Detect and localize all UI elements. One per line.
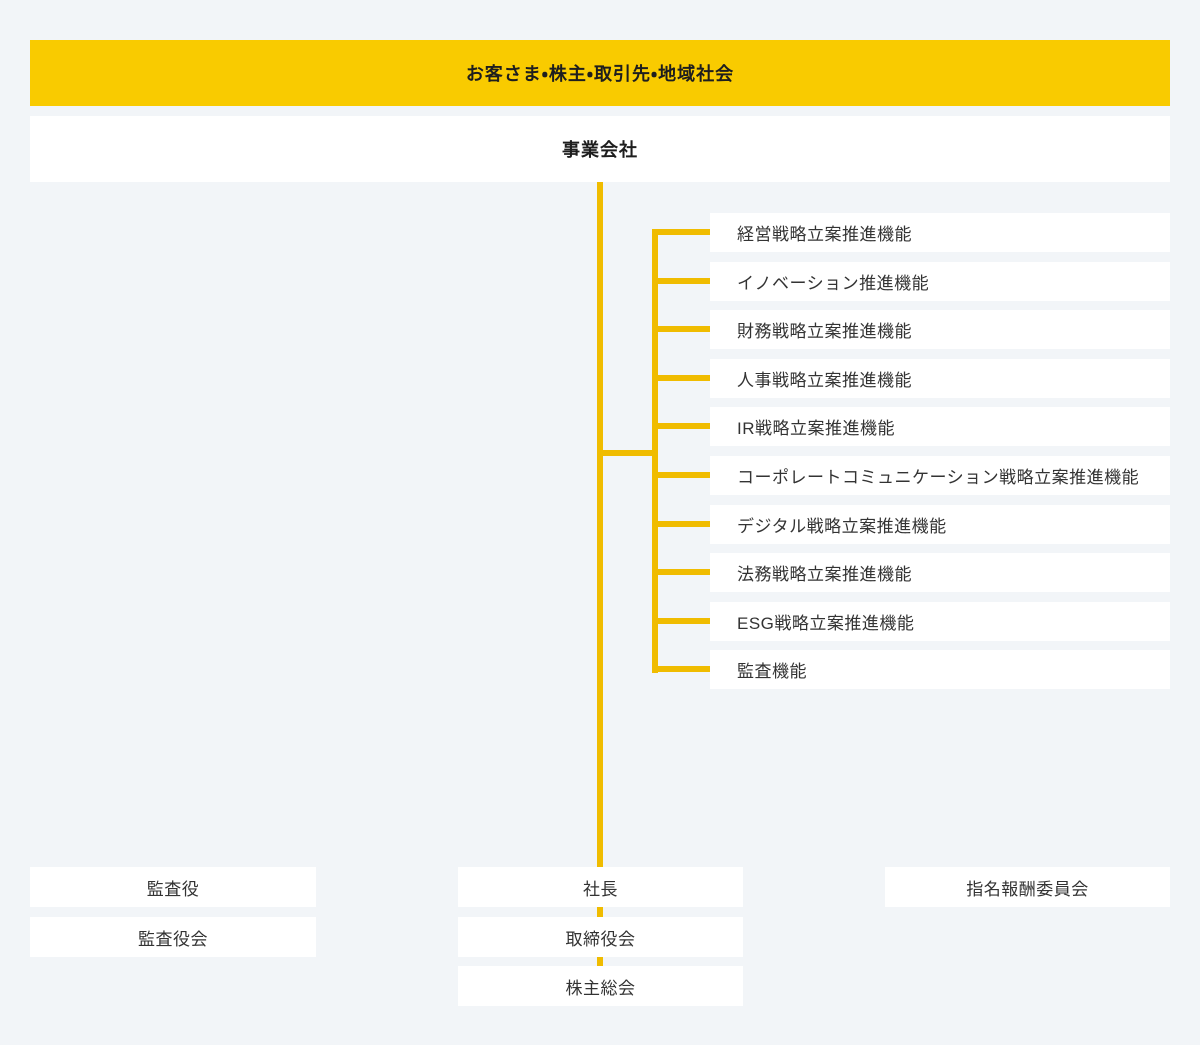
function-box: イノベーション推進機能 — [710, 261, 1170, 301]
branch-horizontal-line — [600, 450, 658, 456]
function-box: ESG戦略立案推進機能 — [710, 601, 1170, 641]
function-stub-line — [652, 326, 710, 333]
stakeholders-banner-label: お客さま・株主・取引先・地域社会 — [465, 64, 735, 84]
function-box: 人事戦略立案推進機能 — [710, 358, 1170, 398]
board-of-directors-box: 取締役会 — [458, 917, 743, 957]
function-stub-line — [652, 520, 710, 527]
function-box: 監査機能 — [710, 650, 1170, 690]
function-stub-line — [652, 374, 710, 381]
function-row: 経営戦略立案推進機能 — [652, 213, 1170, 252]
function-label: イノベーション推進機能 — [737, 273, 930, 293]
auditor-board-box: 監査役会 — [30, 917, 316, 957]
function-row: ESG戦略立案推進機能 — [652, 601, 1170, 641]
stakeholders-banner: お客さま・株主・取引先・地域社会 — [30, 40, 1170, 106]
president-box: 社長 — [458, 867, 743, 907]
function-label: IR戦略立案推進機能 — [737, 419, 895, 439]
nomination-compensation-committee-box: 指名報酬委員会 — [885, 867, 1170, 907]
function-row: デジタル戦略立案推進機能 — [652, 504, 1170, 544]
function-box: 経営戦略立案推進機能 — [710, 213, 1170, 252]
function-label: 財務戦略立案推進機能 — [737, 322, 912, 342]
function-stub-line — [652, 472, 710, 478]
auditor-board-label: 監査役会 — [138, 929, 208, 949]
shareholders-meeting-label: 株主総会 — [565, 978, 636, 998]
function-label: 人事戦略立案推進機能 — [737, 370, 912, 390]
function-label: コーポレートコミュニケーション戦略立案推進機能 — [737, 468, 1140, 487]
function-box: 法務戦略立案推進機能 — [710, 553, 1170, 593]
function-stub-line — [652, 666, 710, 673]
function-stub-line — [652, 229, 710, 235]
function-label: 監査機能 — [737, 662, 807, 682]
function-row: 人事戦略立案推進機能 — [652, 358, 1170, 398]
business-company-box: 事業会社 — [30, 116, 1170, 182]
board-of-directors-label: 取締役会 — [565, 929, 636, 949]
function-box: コーポレートコミュニケーション戦略立案推進機能 — [710, 456, 1170, 495]
branch-vertical-line — [652, 229, 658, 673]
trunk-connector-line — [597, 181, 603, 968]
function-row: 法務戦略立案推進機能 — [652, 553, 1170, 593]
president-label: 社長 — [583, 879, 618, 899]
function-stub-line — [652, 277, 710, 284]
function-row: 財務戦略立案推進機能 — [652, 310, 1170, 350]
function-row: イノベーション推進機能 — [652, 261, 1170, 301]
nomination-compensation-committee-label: 指名報酬委員会 — [966, 879, 1089, 899]
function-stub-line — [652, 423, 710, 430]
function-label: 法務戦略立案推進機能 — [737, 565, 912, 585]
auditor-label: 監査役 — [146, 879, 200, 899]
function-box: 財務戦略立案推進機能 — [710, 310, 1170, 350]
function-label: 経営戦略立案推進機能 — [737, 225, 912, 244]
function-row: コーポレートコミュニケーション戦略立案推進機能 — [652, 456, 1170, 495]
function-label: ESG戦略立案推進機能 — [737, 613, 915, 633]
function-row: 監査機能 — [652, 650, 1170, 690]
function-box: IR戦略立案推進機能 — [710, 407, 1170, 447]
function-row: IR戦略立案推進機能 — [652, 407, 1170, 447]
function-label: デジタル戦略立案推進機能 — [737, 516, 947, 536]
business-company-label: 事業会社 — [562, 140, 638, 160]
shareholders-meeting-box: 株主総会 — [458, 966, 743, 1006]
function-box: デジタル戦略立案推進機能 — [710, 504, 1170, 544]
auditor-box: 監査役 — [30, 867, 316, 907]
function-stub-line — [652, 617, 710, 624]
function-stub-line — [652, 569, 710, 576]
